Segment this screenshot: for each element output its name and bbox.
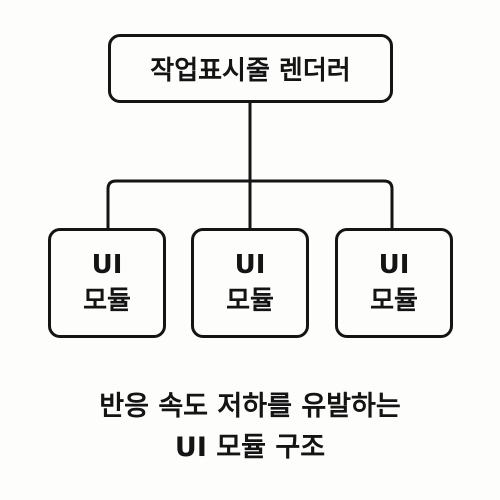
renderer-node: 작업표시줄 렌더러 bbox=[108, 34, 393, 103]
module-label-line2: 모듈 bbox=[83, 286, 131, 316]
module-label-line1: UI bbox=[378, 250, 410, 280]
module-label-line1: UI bbox=[234, 250, 266, 280]
module-label-line1: UI bbox=[91, 250, 123, 280]
caption-line-2: UI 모듈 구조 bbox=[174, 432, 326, 463]
ui-module-node-3: UI 모듈 bbox=[335, 228, 453, 338]
module-label-line2: 모듈 bbox=[370, 286, 418, 316]
ui-module-node-2: UI 모듈 bbox=[191, 228, 309, 338]
ui-module-node-1: UI 모듈 bbox=[48, 228, 166, 338]
renderer-label: 작업표시줄 렌더러 bbox=[150, 56, 351, 86]
caption-line-1: 반응 속도 저하를 유발하는 bbox=[99, 391, 401, 422]
module-label-line2: 모듈 bbox=[226, 286, 274, 316]
